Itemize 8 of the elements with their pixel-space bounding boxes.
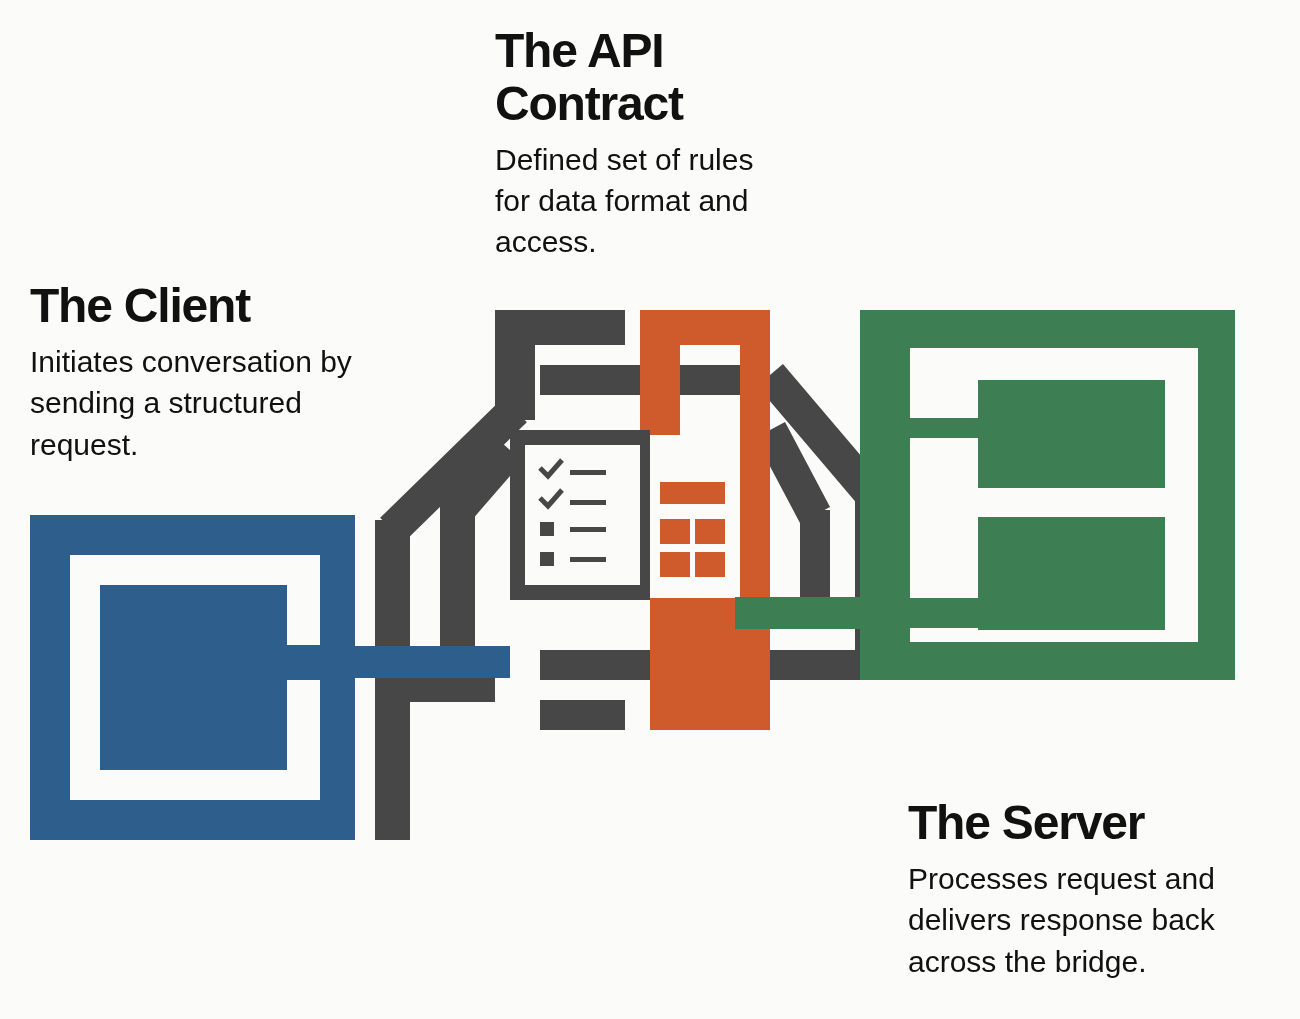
description: Initiates conversation by sending a structured request. [30,343,353,463]
connector-band [735,597,860,629]
heading: The Client [30,280,252,333]
description: Processes request and delivers response back across the bridge. [908,860,1216,980]
description: Defined set of rules for data format and access. [495,141,755,261]
heading: The Server [908,797,1146,850]
connector-band [355,646,510,678]
heading: The API Contract [495,25,685,131]
